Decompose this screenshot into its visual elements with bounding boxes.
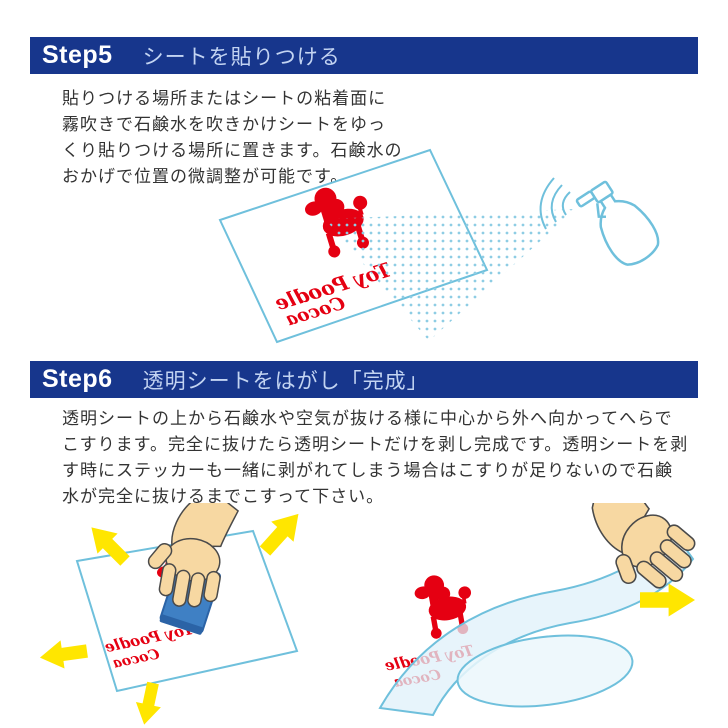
sheet-curl xyxy=(456,634,634,708)
spray-arcs xyxy=(539,177,571,230)
step6-title: 透明シートをはがし「完成」 xyxy=(142,369,429,393)
step6-paragraph: 透明シートの上から石鹸水や空気が抜ける様に中心から外へ向かってへらで こすります… xyxy=(62,406,710,510)
step5-paragraph: 貼りつける場所またはシートの粘着面に 霧吹きで石鹸水を吹きかけシートをゆっ くり… xyxy=(62,86,402,190)
paragraph-line: くり貼りつける場所に置きます。石鹸水の xyxy=(62,141,403,160)
paragraph-line: 水が完全に抜けるまでこすって下さい。 xyxy=(62,487,385,506)
step6-header-bar: Step6 透明シートをはがし「完成」 xyxy=(30,361,698,398)
paragraph-line: 透明シートの上から石鹸水や空気が抜ける様に中心から外へ向かってへらで xyxy=(62,409,673,428)
step6-label: Step6 xyxy=(42,365,113,393)
paragraph-line: 貼りつける場所またはシートの粘着面に xyxy=(62,89,387,108)
paragraph-line: 霧吹きで石鹸水を吹きかけシートをゆっ xyxy=(62,115,386,134)
step5-label: Step5 xyxy=(42,41,113,69)
step5-title: シートを貼りつける xyxy=(142,45,341,69)
arrow-left xyxy=(37,636,89,672)
peel-illustration: Toy Poodle Cocoa xyxy=(378,503,711,717)
paragraph-line: す時にステッカーも一緒に剥がれてしまう場合はこすりが足りないので石鹸 xyxy=(62,461,674,480)
paragraph-line: こすります。完全に抜けたら透明シートだけを剥し完成です。透明シートを剥 xyxy=(62,435,689,454)
spray-mist xyxy=(325,209,576,341)
finishing-illustration: Toy Poodle Cocoa Toy Poodle Cocoa xyxy=(37,503,711,725)
spray-bottle-icon xyxy=(575,180,660,266)
spray-illustration: Toy Poodle Cocoa xyxy=(218,148,660,344)
arrow-up-right xyxy=(253,503,310,562)
rub-illustration: Toy Poodle Cocoa xyxy=(37,503,310,725)
paragraph-line: おかげで位置の微調整が可能です。 xyxy=(62,167,349,186)
step5-header-bar: Step5 シートを貼りつける xyxy=(30,37,698,74)
